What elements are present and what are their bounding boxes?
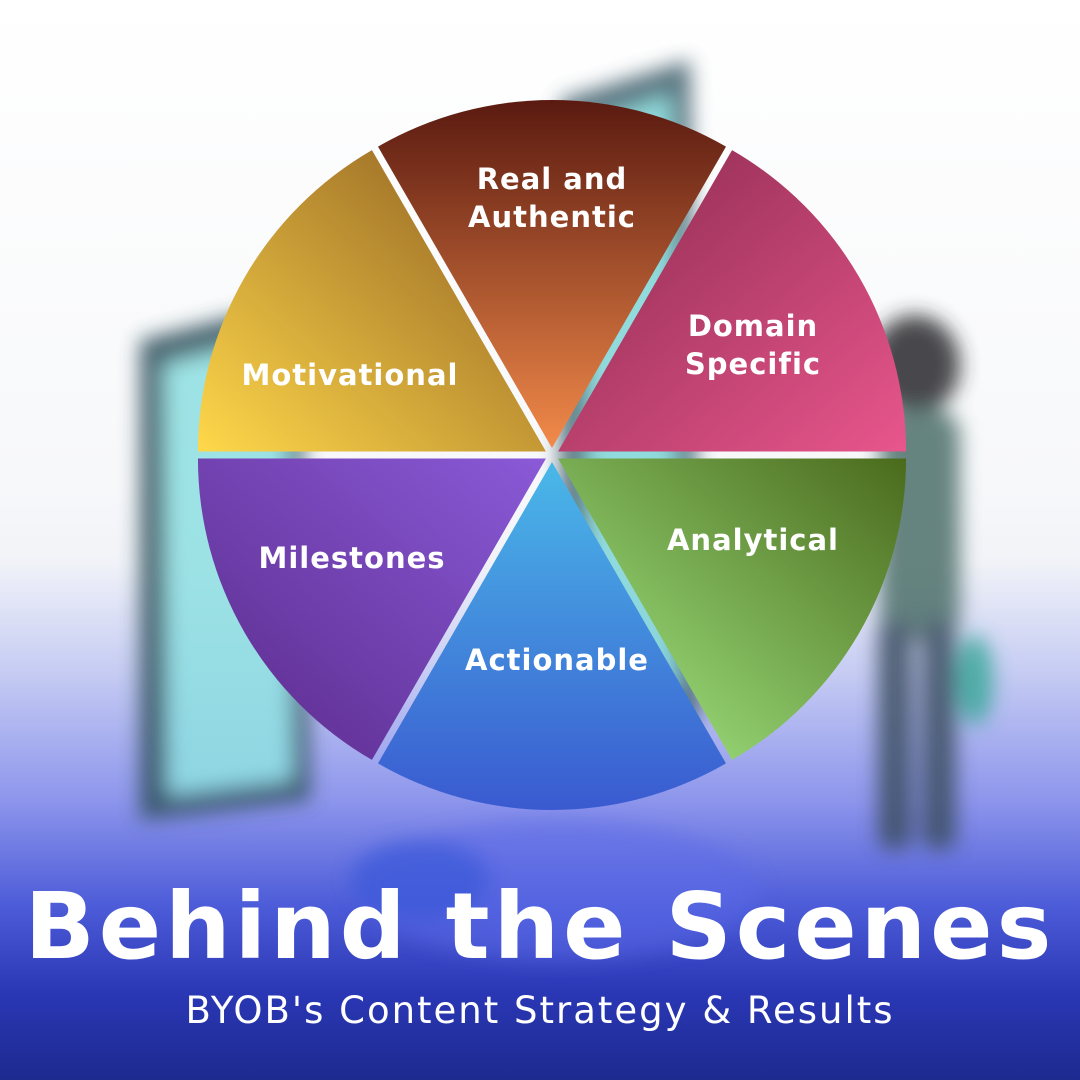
segment-real-authentic — [378, 99, 726, 448]
subtitle: BYOB's Content Strategy & Results — [185, 989, 895, 1032]
segment-label-milestones: Milestones — [258, 541, 445, 575]
segment-analytical — [558, 458, 907, 760]
segment-milestones — [197, 458, 546, 760]
segment-domain-specific — [558, 150, 907, 452]
segment-label-motivational: Motivational — [242, 358, 459, 392]
segment-motivational — [197, 150, 546, 452]
main-title: Behind the Scenes — [24, 873, 1056, 980]
segment-label-analytical: Analytical — [667, 523, 839, 557]
segment-actionable — [378, 462, 726, 811]
segment-label-actionable: Actionable — [465, 643, 649, 677]
